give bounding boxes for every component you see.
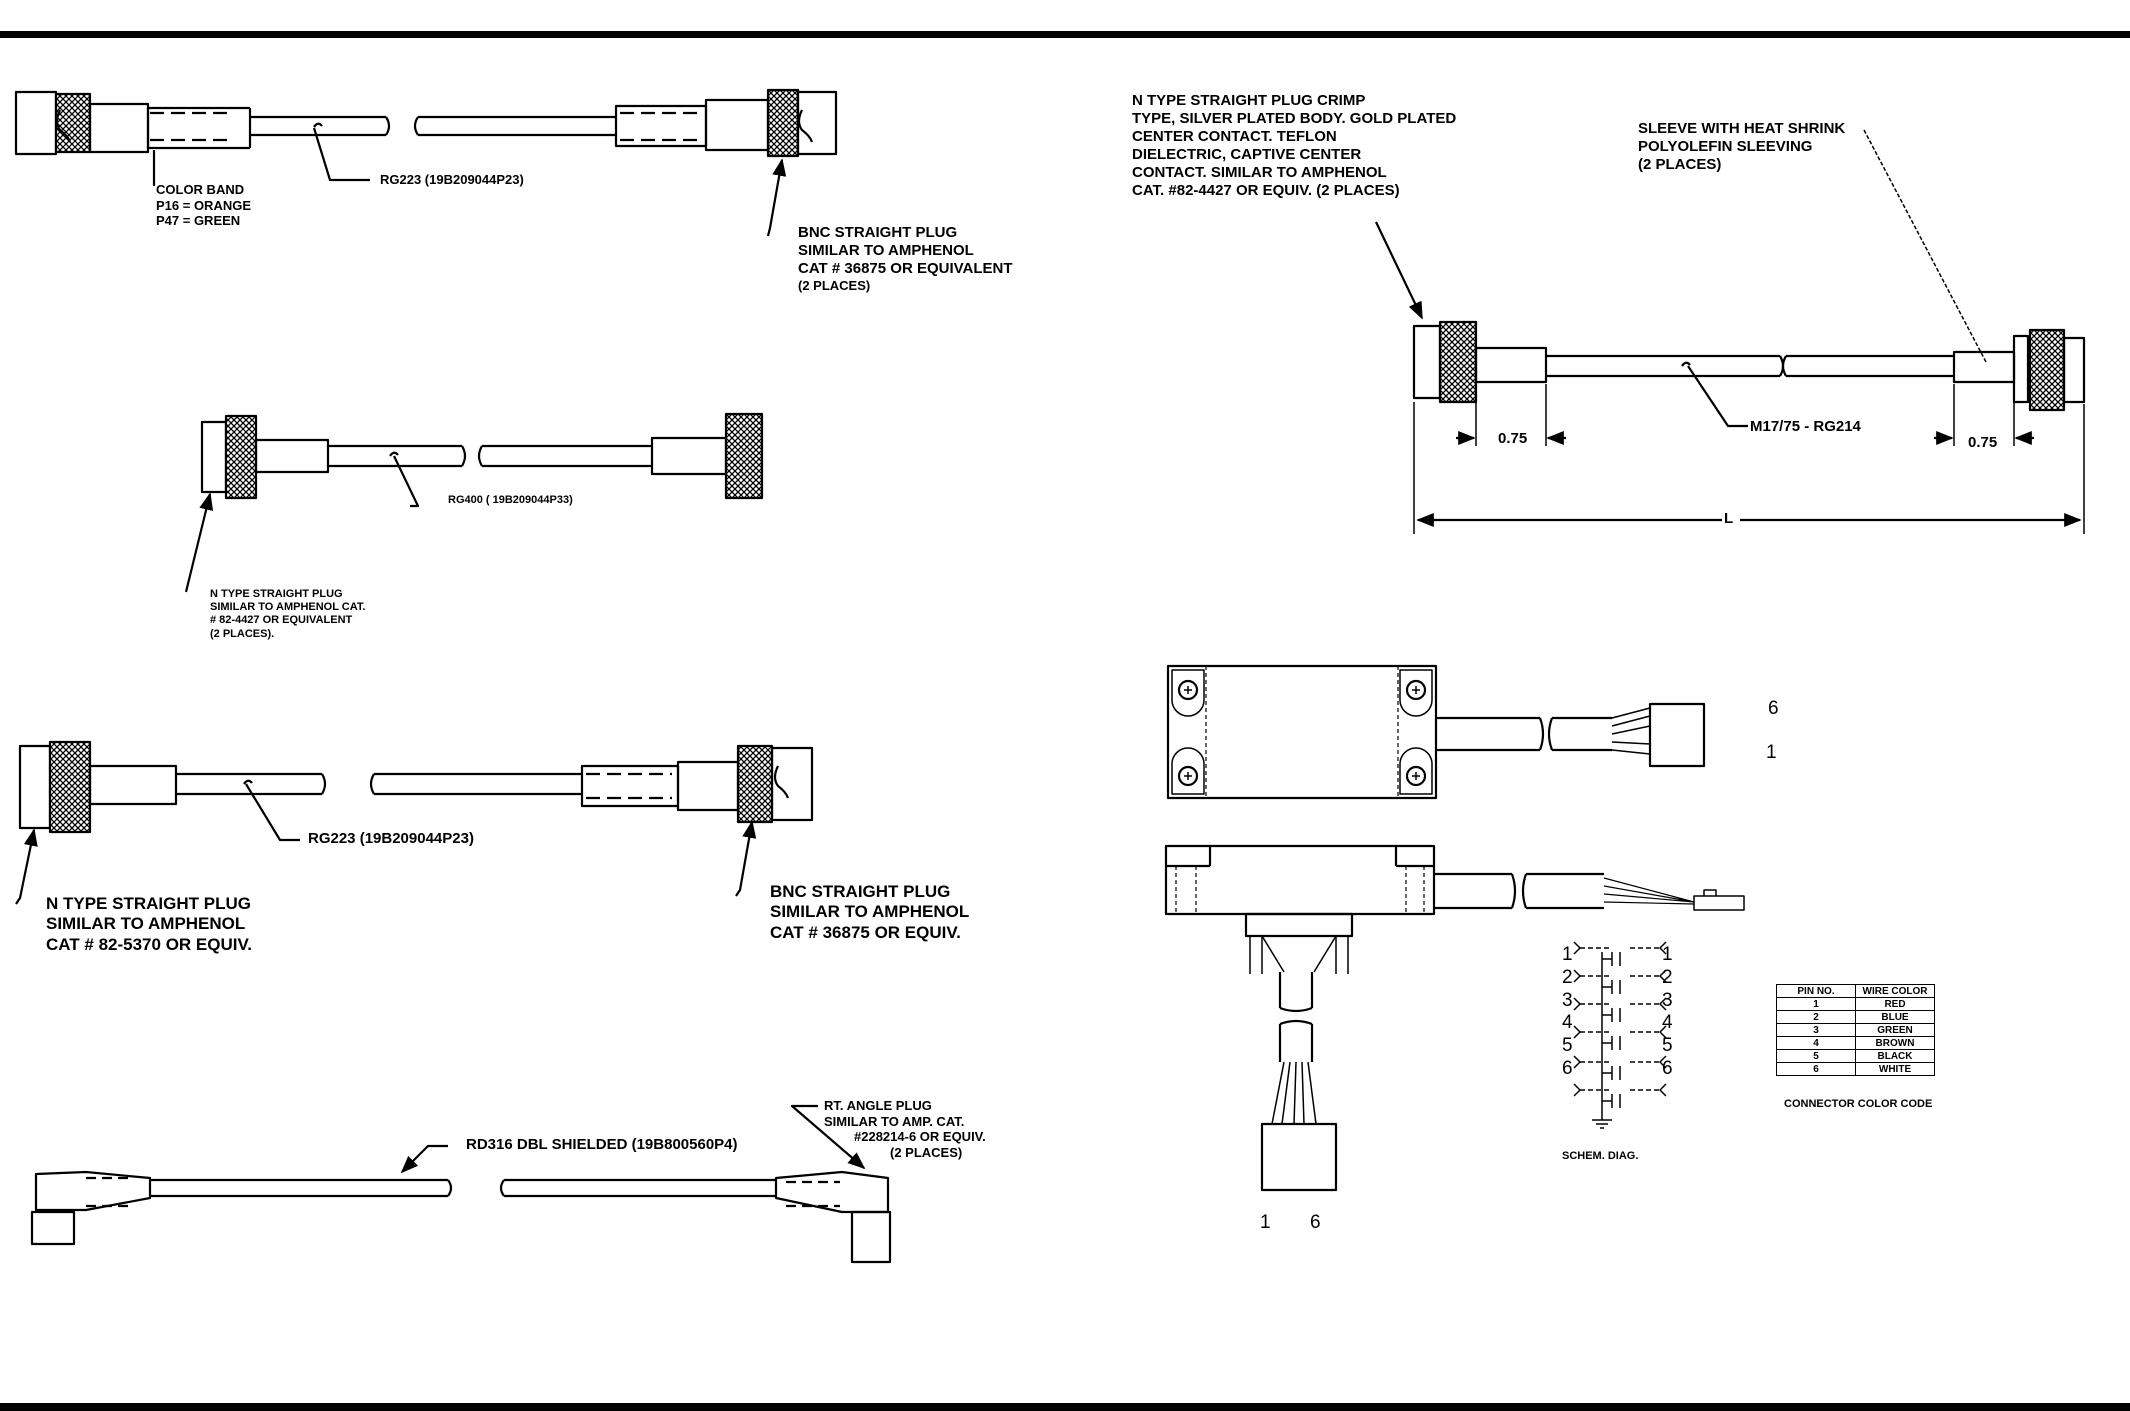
dim-length-label: L (1724, 510, 1734, 527)
schematic-left-pins: 1 2 3 4 5 6 (1562, 944, 1573, 1079)
cable-a-bnc-label: BNC STRAIGHT PLUG SIMILAR TO AMPHENOL CA… (798, 224, 1013, 293)
cable-d-rt-angle-label: RT. ANGLE PLUG SIMILAR TO AMP. CAT. #228… (824, 1098, 986, 1160)
cable-a-drawing (14, 88, 838, 237)
table-header-pin: PIN NO. (1776, 984, 1856, 998)
cable-b-rg400-label: RG400 ( 19B209044P33) (448, 494, 573, 506)
module-top-view (1166, 664, 1706, 800)
color-code-caption: CONNECTOR COLOR CODE (1784, 1098, 1933, 1110)
schematic-caption: SCHEM. DIAG. (1562, 1150, 1639, 1162)
cable-d-rd316-label: RD316 DBL SHIELDED (19B800560P4) (466, 1136, 738, 1153)
module-pin-bottom-label: 1 (1766, 742, 1777, 763)
schematic-right-pins: 1 2 3 4 5 6 (1662, 944, 1673, 1079)
dim-left-label: 0.75 (1498, 430, 1528, 447)
cable-c-rg223-label: RG223 (19B209044P23) (308, 830, 474, 847)
cable-d-drawing (30, 1104, 892, 1264)
module-side-view (1164, 844, 1745, 1192)
cable-a-rg223-label: RG223 (19B209044P23) (380, 172, 524, 187)
bottom-border (0, 1403, 2130, 1411)
dim-right-label: 0.75 (1968, 434, 1998, 451)
color-band-label: COLOR BAND P16 = ORANGE P47 = GREEN (156, 182, 252, 229)
module-pin-right-label: 6 (1310, 1212, 1321, 1233)
cable-c-n-plug-label: N TYPE STRAIGHT PLUG SIMILAR TO AMPHENOL… (46, 894, 252, 954)
module-pin-top-label: 6 (1768, 698, 1779, 719)
cable-b-drawing (184, 412, 764, 593)
cable-e-n-plug-label: N TYPE STRAIGHT PLUG CRIMP TYPE, SILVER … (1132, 92, 1457, 199)
cable-e-drawing (1375, 129, 2086, 534)
table-header-color: WIRE COLOR (1855, 984, 1935, 998)
cable-c-bnc-label: BNC STRAIGHT PLUG SIMILAR TO AMPHENOL CA… (770, 882, 970, 942)
cable-e-sleeve-label: SLEEVE WITH HEAT SHRINK POLYOLEFIN SLEEV… (1638, 120, 1846, 173)
top-border (0, 31, 2130, 38)
module-pin-left-label: 1 (1260, 1212, 1271, 1233)
cable-c-drawing (15, 740, 814, 905)
cable-b-n-plug-label: N TYPE STRAIGHT PLUG SIMILAR TO AMPHENOL… (210, 588, 366, 640)
schematic-drawing (1573, 941, 1667, 1129)
cable-e-rg214-label: M17/75 - RG214 (1750, 418, 1861, 435)
